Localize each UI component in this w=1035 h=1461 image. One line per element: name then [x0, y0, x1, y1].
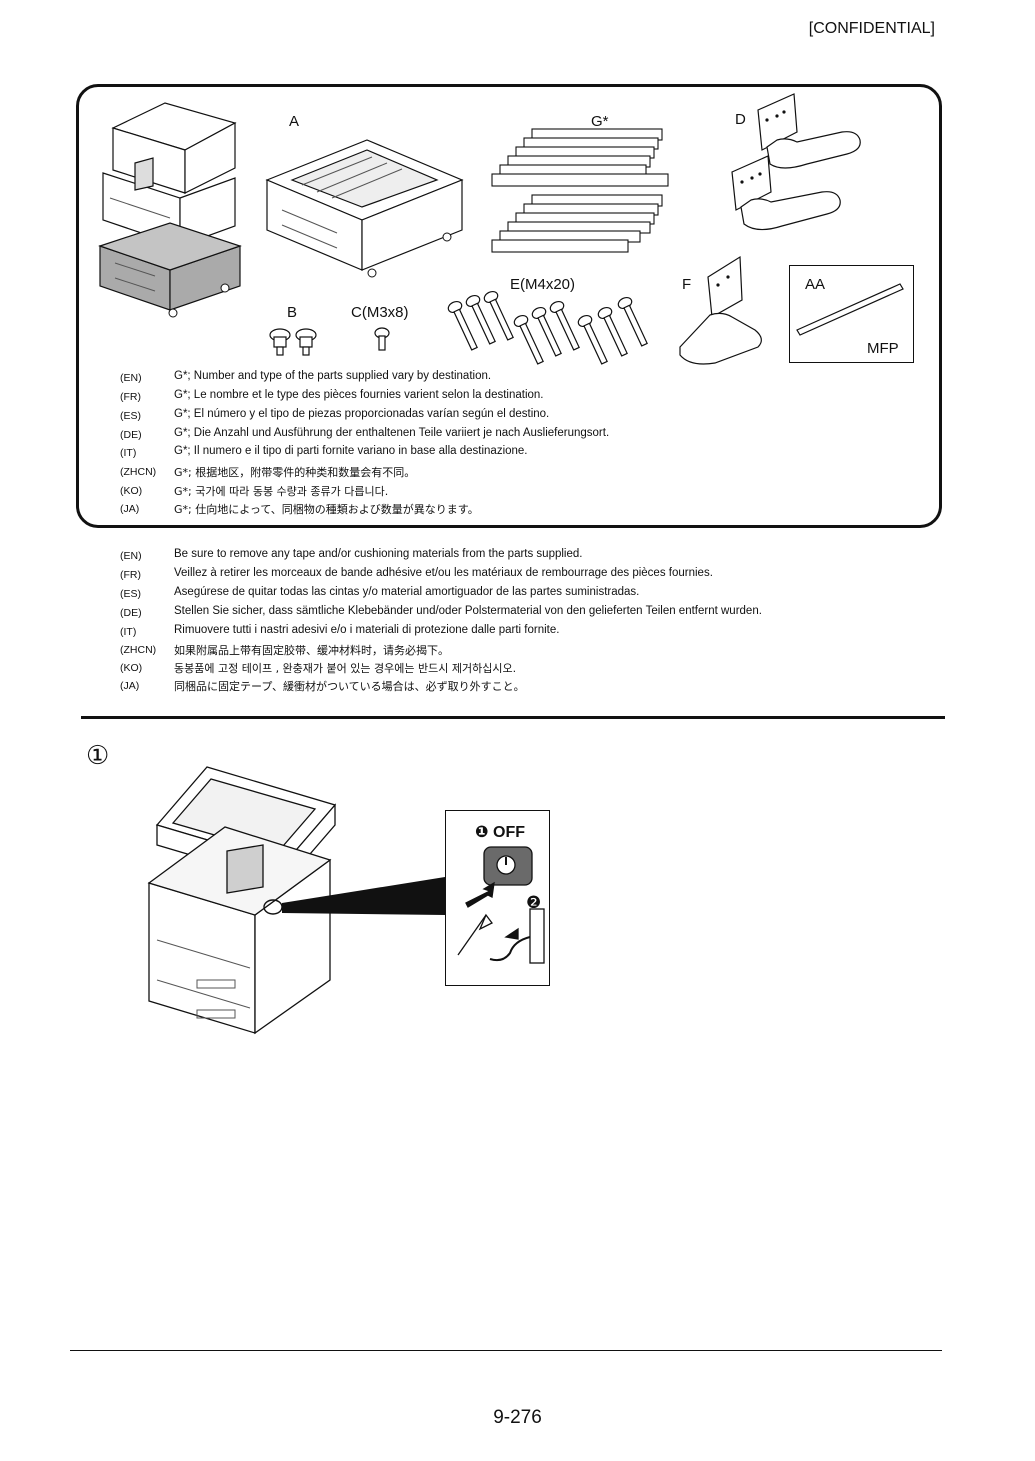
part-aa-label: AA — [805, 276, 826, 293]
power-off-inset — [445, 810, 550, 986]
part-d-label: D — [735, 111, 746, 128]
tape-note-code: (ZHCN) — [120, 644, 157, 656]
tape-note-code: (IT) — [120, 626, 137, 638]
note-code: (ES) — [120, 410, 141, 422]
power-switch-icon — [457, 846, 545, 964]
part-g-label: G* — [591, 113, 609, 130]
part-aa-box — [789, 265, 914, 363]
note-text: G*; Le nombre et le type des pièces four… — [174, 389, 544, 401]
part-b-label: B — [287, 304, 298, 321]
tape-note-code: (DE) — [120, 607, 142, 619]
part-e-screws-illustration — [447, 290, 648, 365]
power-off-step-label: ❶ OFF — [475, 824, 525, 841]
note-text: G*; Number and type of the parts supplie… — [174, 370, 492, 382]
tape-note-text: 同梱品に固定テープ、緩衝材がついている場合は、必ず取り外すこと。 — [174, 680, 525, 693]
part-e-label: E(M4x20) — [510, 276, 576, 293]
part-c-screw-illustration — [374, 327, 390, 351]
note-code: (KO) — [120, 485, 143, 497]
tape-note-text: 동봉품에 고정 테이프 , 완충재가 붙어 있는 경우에는 반드시 제거하십시오… — [174, 662, 517, 675]
note-text: G*; 국가에 따라 동봉 수량과 종류가 다릅니다. — [174, 485, 389, 498]
part-a-feeder-illustration — [265, 139, 464, 278]
note-text: G*; 根据地区，附带零件的种类和数量会有不同。 — [174, 466, 416, 479]
confidential-label: [CONFIDENTIAL] — [808, 20, 935, 37]
tape-note-text: Veillez à retirer les morceaux de bande … — [174, 567, 713, 579]
mfp-with-feeder-illustration — [98, 102, 242, 318]
tape-note-code: (FR) — [120, 569, 141, 581]
tape-note-text: Rimuovere tutti i nastri adesivi e/o i m… — [174, 624, 560, 636]
note-code: (JA) — [120, 503, 140, 515]
part-b-thumbscrews-illustration — [269, 328, 317, 356]
note-code: (DE) — [120, 429, 142, 441]
parts-box — [76, 84, 942, 528]
tape-note-text: Asegúrese de quitar todas las cintas y/o… — [174, 586, 640, 598]
note-code: (EN) — [120, 372, 142, 384]
note-text: G*; 仕向地によって、同梱物の種類および数量が異なります。 — [174, 503, 479, 516]
note-code: (IT) — [120, 447, 137, 459]
part-aa-rail-illustration — [796, 283, 904, 336]
part-f-label: F — [682, 276, 692, 293]
note-code: (FR) — [120, 391, 141, 403]
footer-divider — [70, 1350, 942, 1351]
tape-note-code: (KO) — [120, 662, 143, 674]
note-text: G*; Die Anzahl und Ausführung der enthal… — [174, 427, 610, 439]
tape-note-text: 如果附属品上带有固定胶带、缓冲材料时，请务必揭下。 — [174, 644, 449, 657]
part-c-label: C(M3x8) — [351, 304, 409, 321]
part-d-brackets-illustration — [731, 93, 861, 231]
step-number: ① — [86, 740, 110, 770]
tape-note-text: Stellen Sie sicher, dass sämtliche Klebe… — [174, 605, 762, 617]
section-divider — [81, 716, 945, 719]
note-text: G*; El número y el tipo de piezas propor… — [174, 408, 550, 420]
tape-note-code: (JA) — [120, 680, 140, 692]
part-f-bracket-illustration — [679, 255, 762, 365]
note-code: (ZHCN) — [120, 466, 157, 478]
part-a-label: A — [289, 113, 300, 130]
part-g-plates-illustration — [491, 128, 669, 253]
tape-note-text: Be sure to remove any tape and/or cushio… — [174, 548, 583, 560]
mfp-power-off-illustration — [147, 766, 445, 1035]
note-text: G*; Il numero e il tipo di parti fornite… — [174, 445, 528, 457]
tape-note-code: (EN) — [120, 550, 142, 562]
tape-note-code: (ES) — [120, 588, 141, 600]
part-aa-mfp-label: MFP — [867, 340, 899, 357]
page-number: 9-276 — [493, 1407, 542, 1428]
unplug-step-marker: ❷ — [526, 893, 542, 912]
